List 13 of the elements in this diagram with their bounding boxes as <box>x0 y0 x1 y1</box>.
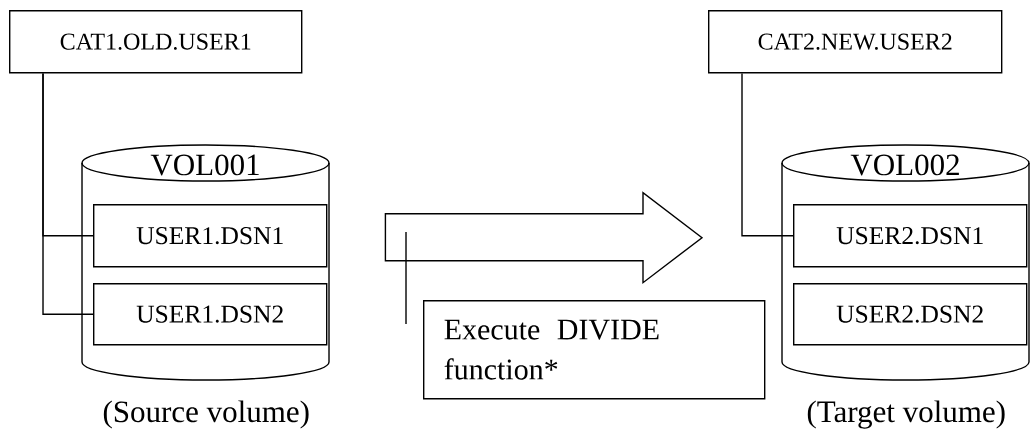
leader-line <box>405 231 407 325</box>
label-box: USER2.DSN2 <box>793 283 1028 346</box>
label-box: USER1.DSN1 <box>93 204 328 268</box>
volume-label: (Target volume) <box>807 400 1005 429</box>
connector-line <box>42 72 94 315</box>
connector-line <box>741 72 794 237</box>
block-arrow <box>384 191 704 285</box>
note-box: Execute DIVIDE function* <box>423 300 766 400</box>
label-box: CAT2.NEW.USER2 <box>708 10 1003 74</box>
label-box: USER2.DSN1 <box>793 204 1028 268</box>
volume-label: (Source volume) <box>103 400 309 429</box>
label-box: CAT1.OLD.USER1 <box>9 10 303 74</box>
label-box: USER1.DSN2 <box>93 283 328 346</box>
